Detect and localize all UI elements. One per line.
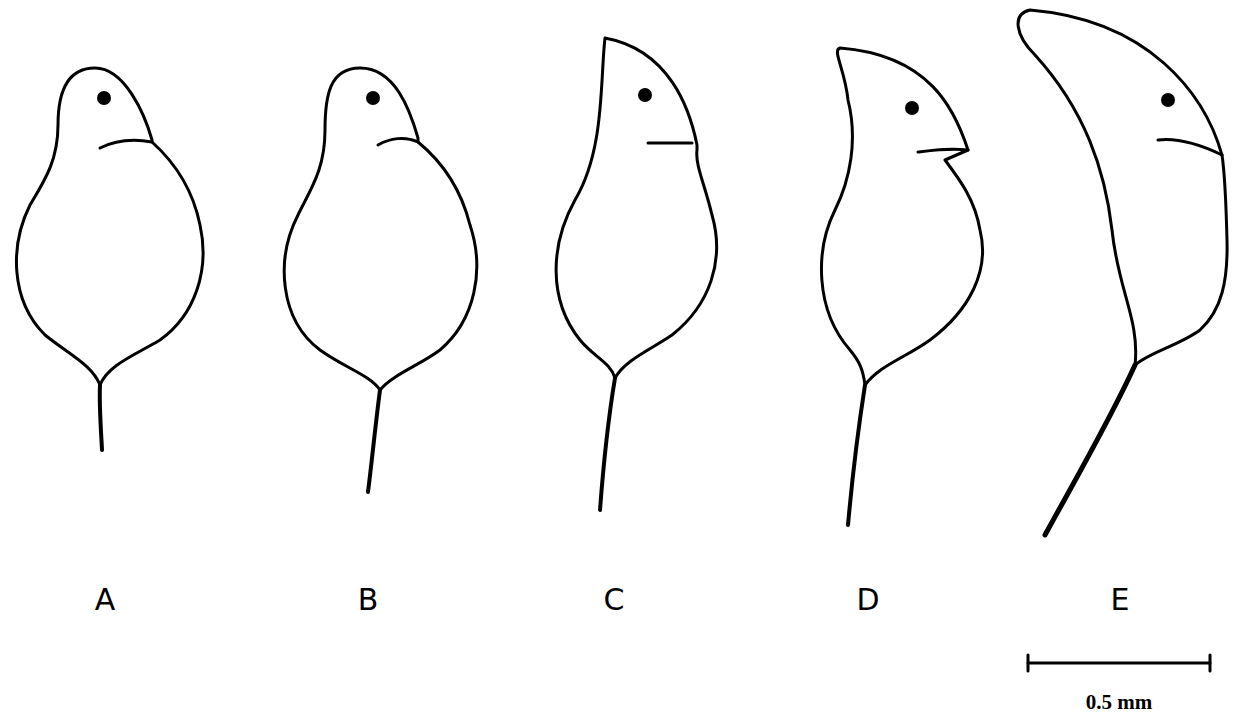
figure-letter: E xyxy=(1111,585,1130,615)
figure-letter: C xyxy=(604,585,625,615)
morph-a xyxy=(16,68,203,450)
figure-letter: B xyxy=(358,585,379,615)
morph-c xyxy=(556,38,716,510)
scale-label: 0.5 mm xyxy=(1086,692,1153,713)
morph-d xyxy=(821,48,982,525)
morph-b xyxy=(284,68,476,492)
figure-letter: A xyxy=(95,585,116,615)
figure-letter: D xyxy=(856,585,879,615)
morph-e xyxy=(1018,10,1227,535)
scale-bar xyxy=(1028,655,1210,671)
